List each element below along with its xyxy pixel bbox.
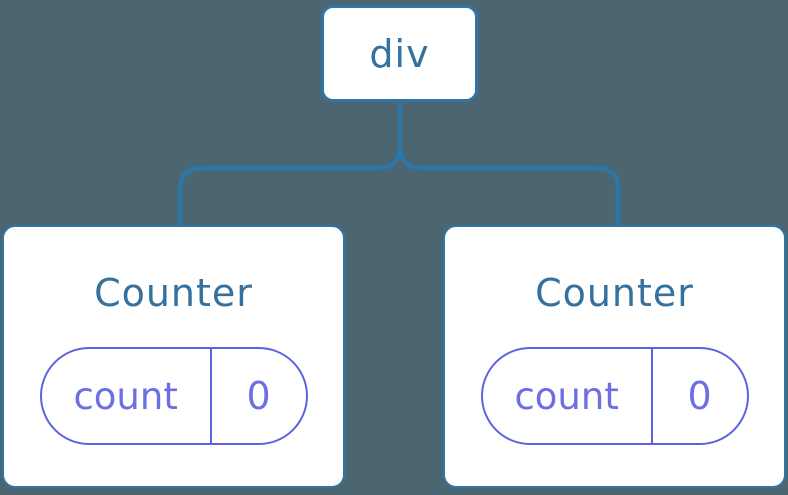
state-key: count	[483, 349, 653, 443]
state-value: 0	[246, 374, 271, 418]
root-node-label: div	[369, 31, 430, 76]
component-card-counter-left: Counter count 0	[2, 225, 345, 488]
connector-branch-right	[397, 100, 621, 227]
component-title: Counter	[94, 271, 253, 315]
state-pill: count 0	[480, 347, 749, 445]
state-pill: count 0	[39, 347, 308, 445]
component-title: Counter	[535, 271, 694, 315]
component-card-counter-right: Counter count 0	[443, 225, 786, 488]
root-node-div: div	[321, 5, 478, 102]
state-key: count	[42, 349, 212, 443]
connector-branch-left	[177, 100, 403, 227]
state-value: 0	[687, 374, 712, 418]
